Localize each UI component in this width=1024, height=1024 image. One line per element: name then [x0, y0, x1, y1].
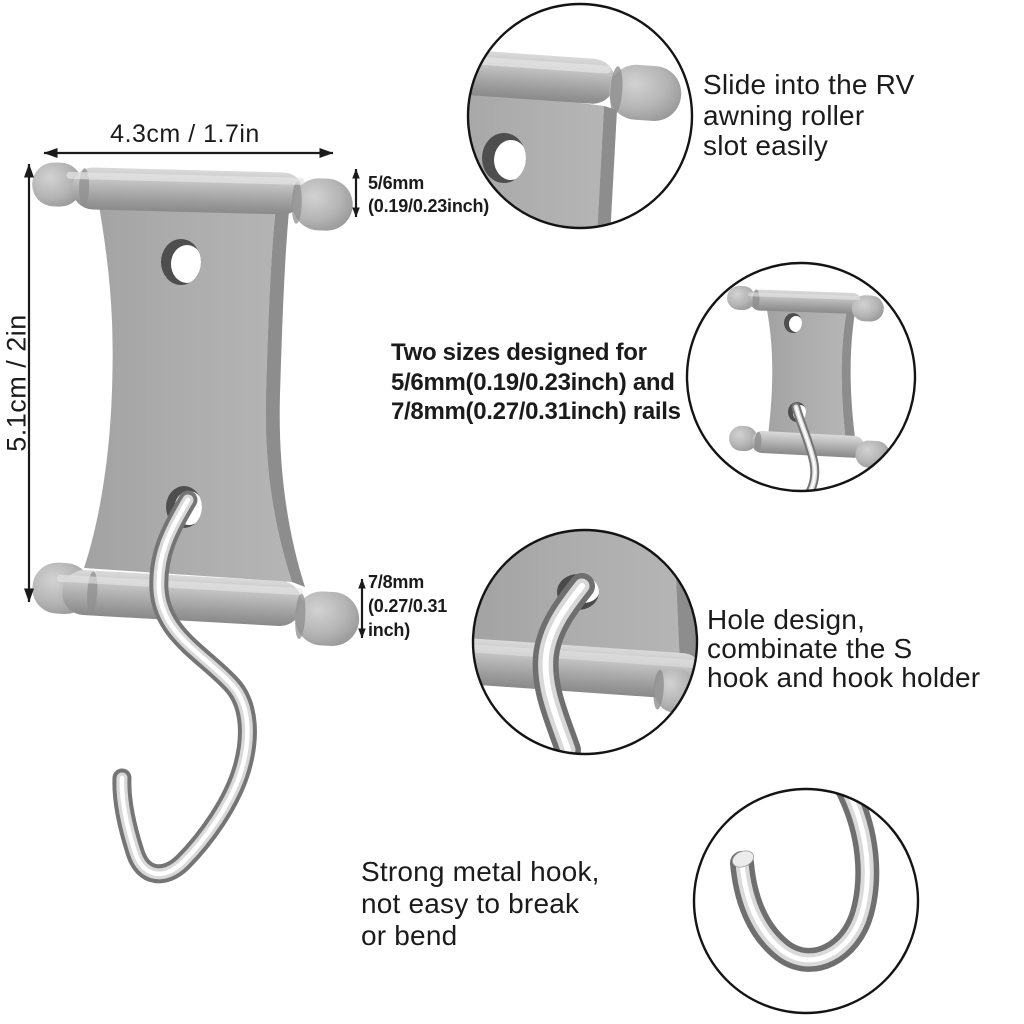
slide-note: Slide into the RV awning roller slot eas…: [703, 69, 915, 162]
note-line: or bend: [361, 920, 458, 951]
two-sizes-note: Two sizes designed for 5/6mm(0.19/0.23in…: [391, 338, 681, 427]
width-dimension-label: 4.3cm / 1.7in: [110, 120, 260, 148]
dimension-arrows: [24, 148, 366, 639]
note-line: Two sizes designed for: [391, 339, 647, 366]
s-hook: [112, 490, 257, 884]
note-line: Hole design,: [707, 604, 866, 635]
height-dimension-label: 5.1cm / 2in: [1, 314, 32, 452]
plate-side-face: [265, 206, 305, 587]
bottom-rail: [32, 562, 360, 646]
note-line: 5/6mm(0.19/0.23inch) and: [391, 368, 675, 396]
top-rail: [32, 162, 353, 231]
callout-circle-hole: [471, 528, 699, 756]
note-line: Strong metal hook,: [361, 856, 600, 887]
note-line: 7/8mm(0.27/0.31inch) rails: [391, 398, 681, 425]
label-line: (0.19/0.23inch): [368, 196, 490, 216]
strong-hook-note: Strong metal hook, not easy to break or …: [361, 856, 600, 952]
note-line: awning roller: [703, 99, 865, 131]
label-line: inch): [368, 620, 410, 640]
label-line: 5/6mm: [368, 173, 425, 193]
callout-circle-product: [685, 261, 917, 493]
top-hole: [161, 239, 201, 285]
note-line: hook and hook holder: [707, 662, 981, 693]
note-line: slot easily: [703, 130, 829, 161]
label-line: (0.27/0.31: [368, 596, 448, 616]
main-product: [32, 162, 360, 884]
note-line: Slide into the RV: [703, 69, 915, 100]
bottom-rail-size-label: 7/8mm (0.27/0.31 inch): [368, 570, 447, 642]
label-line: 7/8mm: [368, 572, 425, 592]
hook-holder-plate: [84, 200, 305, 587]
hook-tip-face: [732, 850, 754, 868]
callout-circle-hook-bend: [692, 787, 920, 1015]
note-line: not easy to break: [361, 888, 580, 919]
hole-design-note: Hole design, combinate the S hook and ho…: [707, 605, 980, 692]
note-line: combinate the S: [707, 633, 913, 664]
top-rail-size-label: 5/6mm (0.19/0.23inch): [368, 172, 489, 218]
